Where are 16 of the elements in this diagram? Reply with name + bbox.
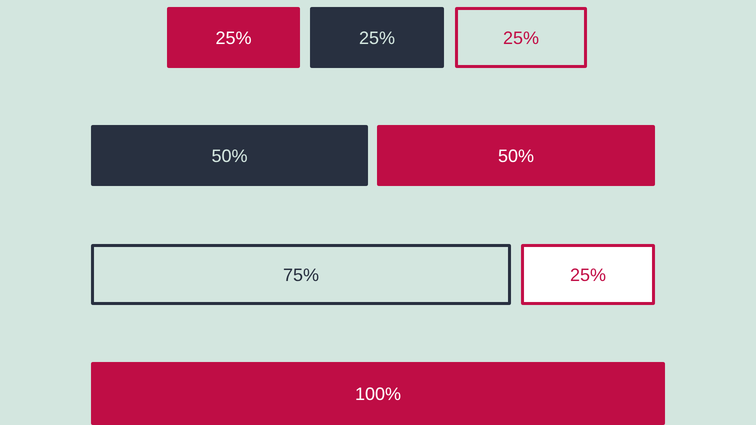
bar-segment (167, 7, 300, 68)
percentage-label: 25% (570, 264, 606, 286)
bar-segment (91, 362, 665, 425)
bar-segment (455, 7, 587, 68)
percentage-label: 25% (358, 26, 396, 48)
percentage-label: 25% (502, 26, 540, 48)
percentage-label: 50% (498, 144, 534, 166)
percentage-label: 100% (354, 382, 402, 404)
bar-segment (377, 125, 655, 186)
bar-segment (521, 244, 655, 305)
bar-segment (91, 125, 368, 186)
bar-segment (91, 244, 511, 305)
bar-segment (310, 7, 444, 68)
percentage-label: 50% (211, 144, 248, 166)
percentage-label: 25% (215, 26, 252, 48)
percentage-label: 75% (282, 264, 320, 286)
